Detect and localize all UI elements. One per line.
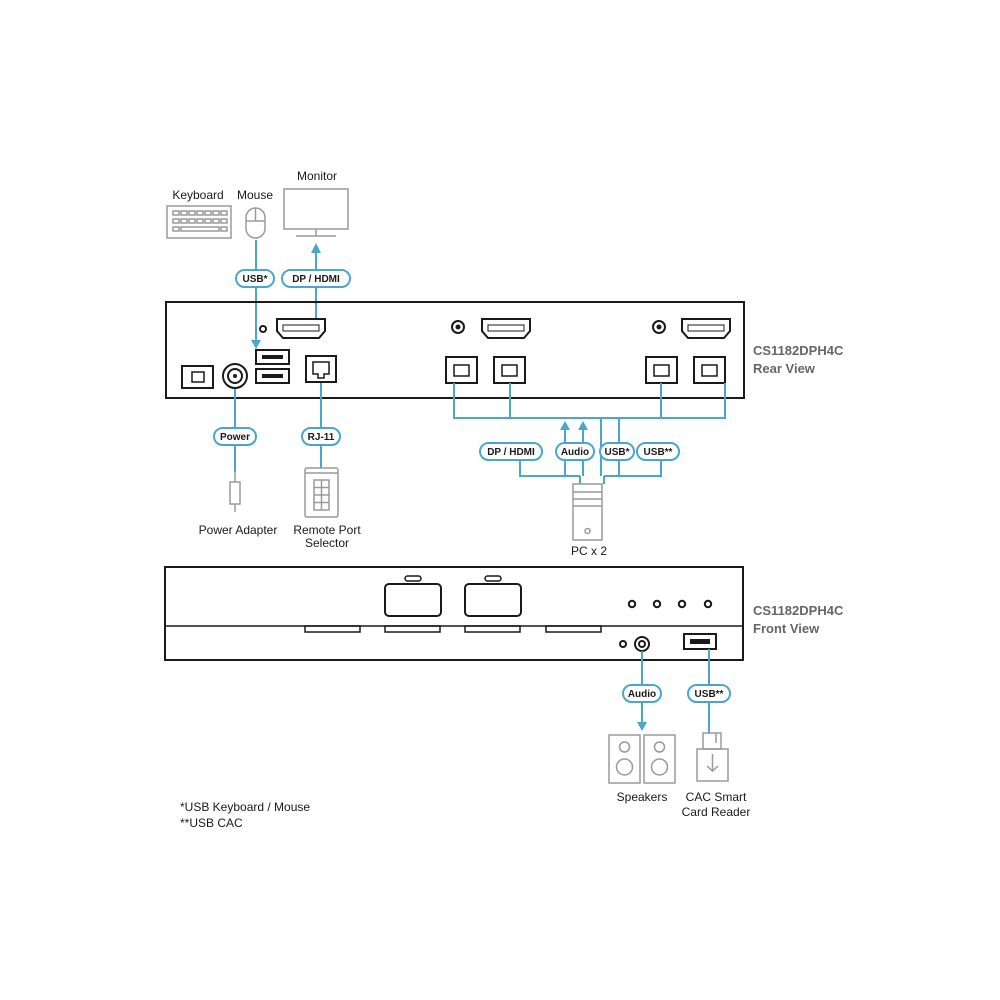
remote-port-selector-label-2: Selector (305, 536, 349, 550)
svg-text:DP / HDMI: DP / HDMI (292, 274, 340, 285)
rj11-port (305, 355, 337, 383)
front-view-label: Front View (753, 621, 820, 636)
monitor-icon (283, 188, 349, 237)
speakers-icon (608, 734, 676, 784)
port-button-1 (384, 575, 442, 617)
power-adapter-icon (229, 472, 241, 512)
svg-text:Power: Power (220, 432, 250, 443)
footnote-usb-cac: **USB CAC (180, 816, 243, 830)
pc2-hdmi-port (681, 318, 731, 339)
pc1-audio-port (451, 320, 465, 334)
front-view-model: CS1182DPH4C (753, 603, 844, 618)
keyboard-icon (166, 205, 232, 239)
pc2-audio-port (652, 320, 666, 334)
speakers-label: Speakers (617, 790, 668, 804)
svg-text:USB*: USB* (242, 274, 267, 285)
mouse-label: Mouse (237, 188, 273, 202)
remote-port-selector-icon (304, 467, 339, 518)
footnote-usb-km: *USB Keyboard / Mouse (180, 800, 310, 814)
usb-km-cable (251, 240, 261, 349)
dc-power-jack (181, 365, 214, 389)
monitor-label: Monitor (297, 169, 337, 183)
rear-view-label: Rear View (753, 361, 816, 376)
power-adapter-label: Power Adapter (199, 523, 278, 537)
cac-reader-label: CAC Smart (686, 790, 747, 804)
rear-view-model: CS1182DPH4C (753, 343, 844, 358)
remote-port-selector-label: Remote Port (293, 523, 361, 537)
front-unit (164, 566, 744, 661)
front-audio-pill: Audio (622, 684, 662, 703)
cac-reader-icon (696, 732, 729, 782)
front-led-small (619, 640, 627, 648)
mouse-icon (245, 207, 266, 239)
keyboard-label: Keyboard (172, 188, 223, 202)
rj11-pill: RJ-11 (301, 427, 341, 446)
pc-usb-pill: USB* (599, 442, 635, 461)
front-usb-port (683, 633, 717, 650)
console-hdmi-port (276, 318, 326, 339)
cac-reader-label-2: Card Reader (682, 805, 751, 819)
monitor-dp-hdmi-pill: DP / HDMI (281, 269, 351, 288)
front-audio-port (634, 636, 650, 652)
usb-km-pill: USB* (235, 269, 275, 288)
pc-tower-icon (572, 483, 603, 541)
pc1-hdmi-port (481, 318, 531, 339)
power-pill: Power (213, 427, 257, 446)
front-usb-cac-pill: USB** (687, 684, 731, 703)
svg-text:Audio: Audio (628, 689, 656, 700)
svg-text:RJ-11: RJ-11 (308, 432, 335, 443)
pc2-usb-b-ports (645, 356, 726, 384)
svg-text:Audio: Audio (561, 447, 589, 458)
svg-text:DP / HDMI: DP / HDMI (487, 447, 535, 458)
pc-audio-pill: Audio (555, 442, 595, 461)
pc-usb-cac-pill: USB** (636, 442, 680, 461)
svg-text:USB*: USB* (604, 447, 629, 458)
pc1-usb-b-ports (445, 356, 526, 384)
svg-text:USB**: USB** (644, 447, 673, 458)
rear-unit (165, 301, 745, 399)
port-button-2 (464, 575, 522, 617)
front-leds (627, 599, 713, 609)
power-port (222, 363, 248, 389)
svg-text:USB**: USB** (695, 689, 724, 700)
rear-indicator (259, 325, 267, 333)
pc-dp-hdmi-pill: DP / HDMI (479, 442, 543, 461)
pc-label: PC x 2 (571, 544, 607, 558)
console-usb-ports (255, 349, 290, 384)
